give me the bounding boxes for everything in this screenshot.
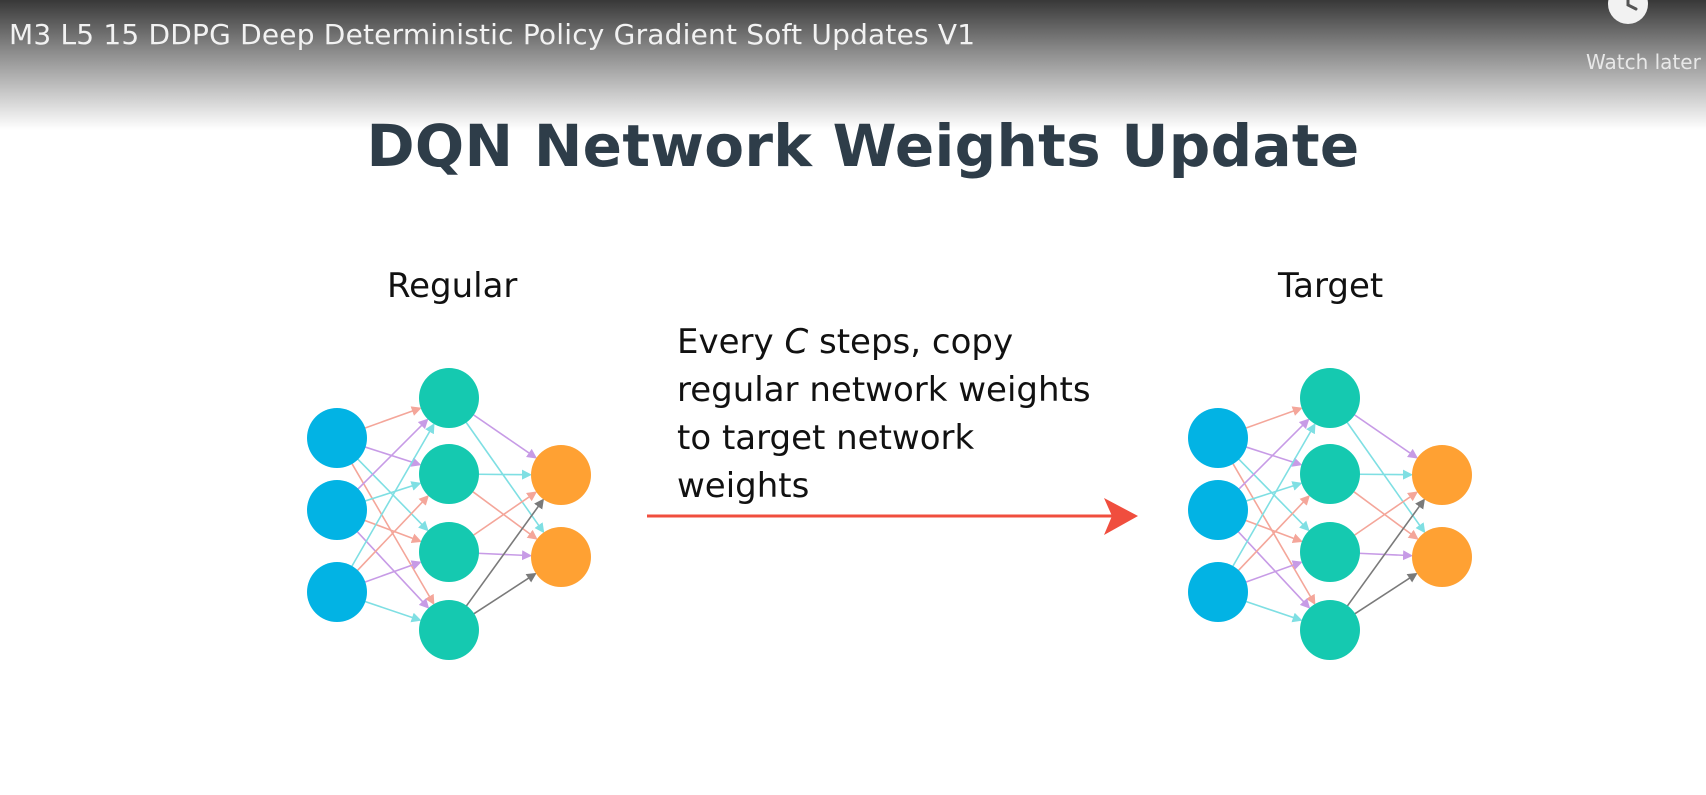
video-title-overlay [0,0,1706,130]
regular-edge-hidden-4-output-2 [472,572,537,616]
regular-hidden-node-4 [419,600,479,660]
regular-input-node-1 [307,408,367,468]
regular-edge-hidden-4-output-1 [464,498,545,608]
copy-text-variable-c: C [784,322,809,362]
target-network-label: Target [1278,266,1384,306]
target-hidden-node-4 [1300,600,1360,660]
regular-hidden-node-1 [419,368,479,428]
regular-edge-input-1-hidden-3 [356,457,429,532]
target-hidden-node-2 [1300,444,1360,504]
target-output-node-1 [1412,445,1472,505]
target-network [1188,368,1472,660]
regular-output-node-1 [531,445,591,505]
target-input-node-2 [1188,480,1248,540]
target-output-node-2 [1412,527,1472,587]
clock-icon [1608,0,1648,24]
copy-text-line-4: weights [677,466,810,506]
regular-hidden-node-3 [419,522,479,582]
regular-edge-input-2-hidden-3 [362,519,422,543]
watch-later-label: Watch later [1586,50,1701,74]
regular-edge-hidden-3-output-1 [471,491,538,537]
regular-input-node-2 [307,480,367,540]
regular-edge-input-3-hidden-3 [363,560,422,584]
regular-hidden-node-2 [419,444,479,504]
copy-text-line-3: to target network [677,418,975,458]
copy-text-line-1: Every C steps, copy [677,318,1097,366]
target-edge-hidden-1-output-2 [1345,420,1426,534]
copy-text-line-2: regular network weights [677,370,1091,410]
target-edge-input-3-hidden-3 [1244,560,1303,584]
regular-edge-hidden-1-output-1 [471,413,538,459]
copy-text-line-1-before: Every [677,322,785,362]
target-edge-input-3-hidden-4 [1244,600,1303,623]
target-hidden-node-3 [1300,522,1360,582]
target-input-node-3 [1188,562,1248,622]
regular-edge-input-3-hidden-4 [363,600,422,623]
target-edge-input-1-hidden-1 [1244,406,1303,430]
regular-edge-input-2-hidden-1 [356,418,429,491]
regular-edge-input-3-hidden-2 [355,495,430,573]
watch-later-button[interactable]: Watch later [1586,0,1706,80]
target-edge-hidden-1-output-1 [1352,413,1419,459]
regular-edge-input-2-hidden-4 [355,529,430,609]
regular-network-label: Regular [387,266,518,306]
copy-text-line-1-after: steps, copy [808,322,1014,362]
regular-network [307,368,591,660]
target-edge-hidden-3-output-1 [1352,491,1419,537]
target-edge-input-3-hidden-1 [1231,423,1316,569]
target-edge-hidden-4-output-2 [1353,572,1418,616]
regular-edge-input-2-hidden-2 [363,481,422,503]
target-hidden-node-1 [1300,368,1360,428]
regular-input-node-3 [307,562,367,622]
video-title[interactable]: M3 L5 15 DDPG Deep Deterministic Policy … [9,18,976,51]
regular-output-node-2 [531,527,591,587]
target-edge-input-2-hidden-4 [1236,529,1311,609]
target-edge-hidden-4-output-1 [1345,498,1426,608]
copy-arrow [647,498,1138,535]
regular-edge-hidden-1-output-2 [464,420,545,534]
copy-instruction-text: Every C steps, copy regular network weig… [677,318,1097,510]
target-edge-input-2-hidden-2 [1244,481,1303,503]
target-edge-input-3-hidden-2 [1236,495,1311,573]
target-edge-input-2-hidden-3 [1243,519,1303,543]
regular-edge-input-3-hidden-1 [350,423,435,569]
target-edge-input-1-hidden-3 [1237,457,1310,532]
target-edge-input-2-hidden-1 [1237,418,1310,491]
regular-edge-input-1-hidden-1 [363,406,422,430]
target-input-node-1 [1188,408,1248,468]
